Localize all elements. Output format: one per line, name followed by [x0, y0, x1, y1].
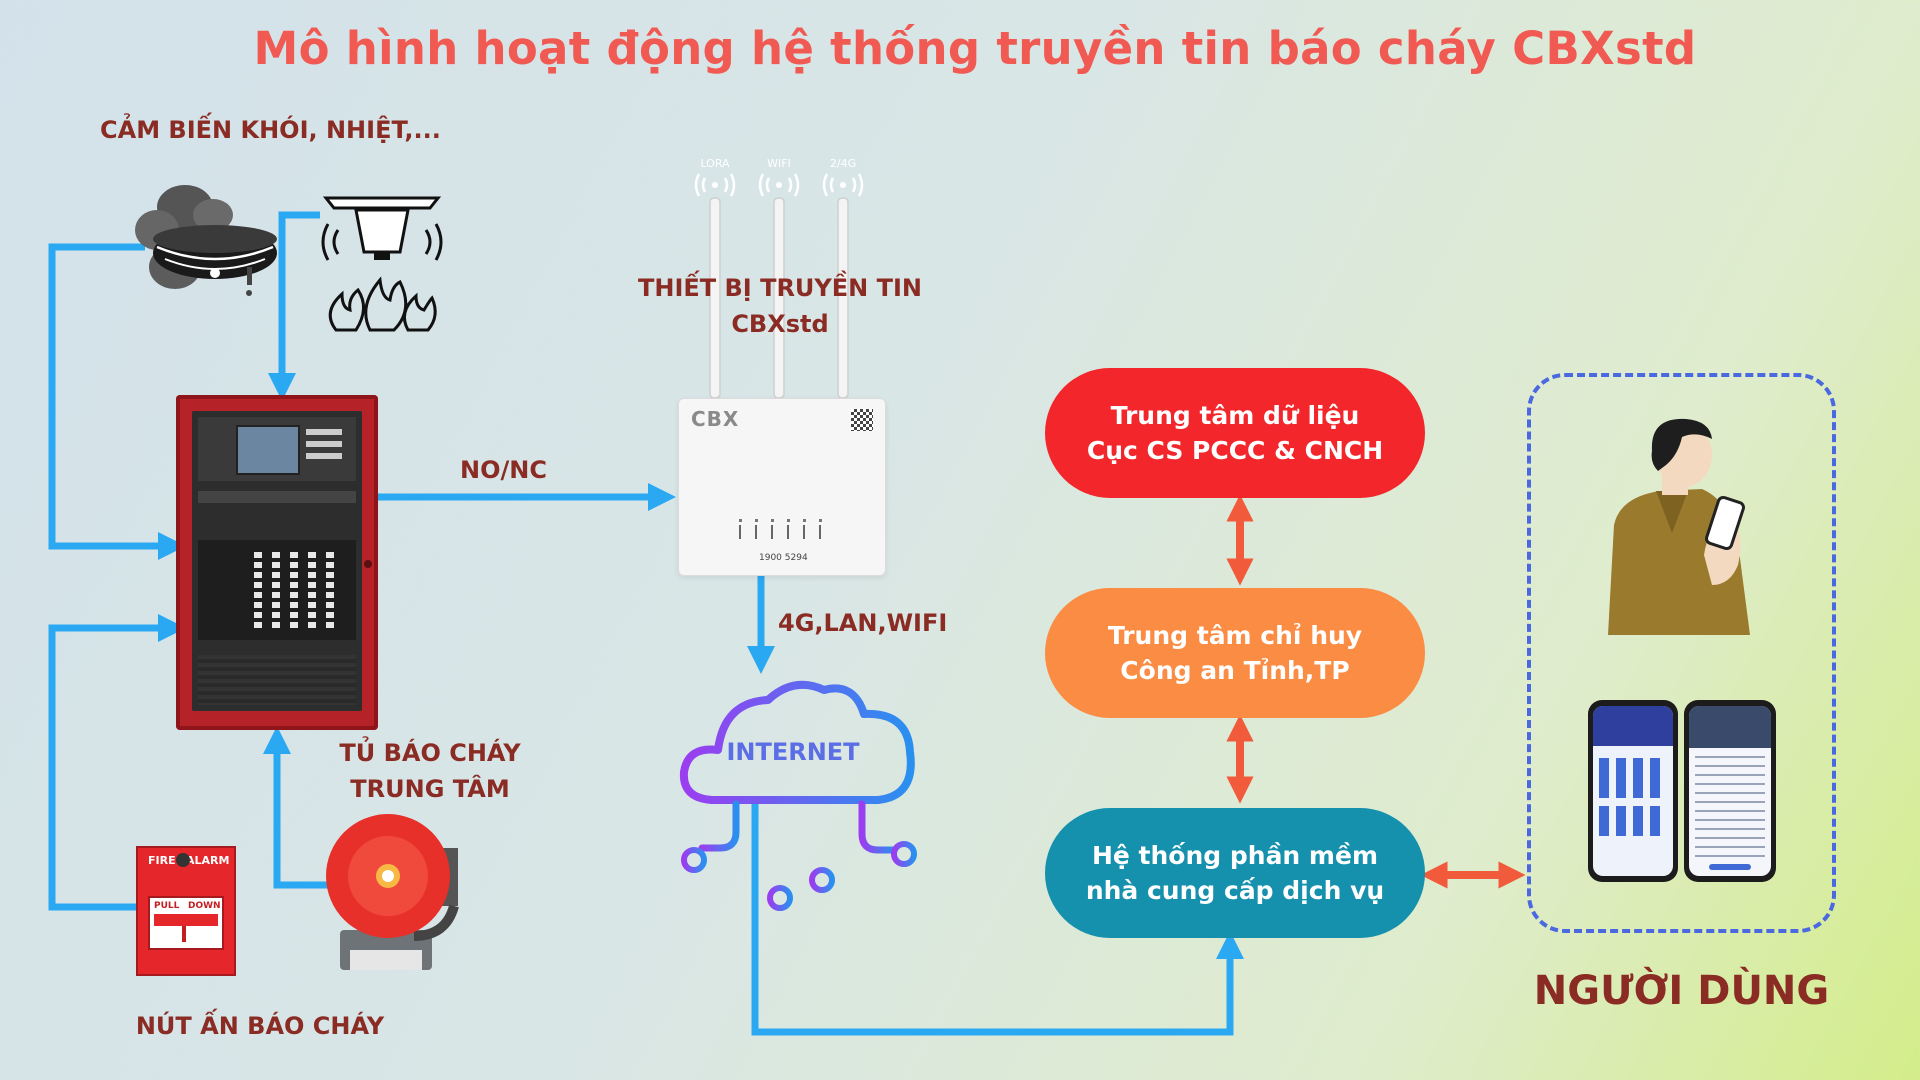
device-label: THIẾT BỊ TRUYỀN TIN CBXstd — [630, 270, 930, 342]
smoke-detector-icon — [135, 185, 277, 296]
wire-internet-to-software — [751, 800, 1244, 1036]
node-software: Hệ thống phần mềm nhà cung cấp dịch vụ — [1045, 808, 1425, 938]
panel-label-line1: TỦ BÁO CHÁY — [339, 739, 521, 767]
page-title: Mô hình hoạt động hệ thống truyền tin bá… — [253, 22, 1697, 75]
call-point-label: NÚT ẤN BÁO CHÁY — [135, 1012, 385, 1040]
router-hotline: 1900 5294 — [759, 553, 808, 563]
node-data-center-line2: Cục CS PCCC & CNCH — [1086, 436, 1384, 465]
call-point-down-text: DOWN — [188, 901, 221, 911]
no-nc-label: NO/NC — [460, 456, 547, 484]
network-label: 4G,LAN,WIFI — [778, 609, 948, 637]
antenna-label-lora: LORA — [700, 157, 730, 170]
sensors-label: CẢM BIẾN KHÓI, NHIỆT,... — [100, 116, 441, 144]
heat-detector-icon — [321, 196, 443, 332]
node-software-line2: nhà cung cấp dịch vụ — [1085, 876, 1385, 905]
call-point-fire-text: FIRE — [148, 854, 176, 867]
alarm-bell-icon — [326, 814, 459, 970]
antenna-label-4g: 2/4G — [829, 157, 857, 170]
panel-screen — [236, 425, 300, 475]
phone-1 — [1588, 700, 1678, 882]
antennas — [694, 173, 864, 399]
panel-label-line2: TRUNG TÂM — [350, 775, 510, 803]
node-command-center-line2: Công an Tỉnh,TP — [1120, 656, 1350, 685]
qr-code-icon — [851, 409, 873, 431]
wire-smoke-to-panel — [48, 243, 186, 560]
wire-callpoint-to-panel — [48, 614, 186, 911]
internet-cloud-icon — [679, 680, 917, 911]
router-brand: CBX — [691, 407, 740, 431]
internet-label: INTERNET — [726, 738, 860, 766]
manual-call-point-icon: FIRE ALARM PULL DOWN — [136, 846, 236, 976]
wire-bell-to-panel — [263, 726, 330, 889]
antenna-label-wifi: WIFI — [767, 157, 791, 170]
wire-heat-to-panel — [268, 211, 320, 401]
user-label: NGƯỜI DÙNG — [1533, 968, 1830, 1014]
fire-alarm-panel — [176, 395, 378, 730]
phone-2 — [1684, 700, 1776, 882]
node-command-center-line1: Trung tâm chỉ huy — [1107, 621, 1363, 650]
device-label-line2: CBXstd — [731, 310, 829, 338]
node-software-line1: Hệ thống phần mềm — [1091, 841, 1378, 870]
user-box — [1527, 373, 1836, 933]
cbx-router: CBX 1900 5294 — [678, 398, 886, 576]
call-point-pull-text: PULL — [154, 901, 180, 911]
person-icon — [1608, 418, 1750, 635]
call-point-alarm-text: ALARM — [186, 854, 230, 867]
node-data-center-line1: Trung tâm dữ liệu — [1110, 401, 1360, 430]
device-label-line1: THIẾT BỊ TRUYỀN TIN — [637, 274, 923, 302]
panel-label: TỦ BÁO CHÁY TRUNG TÂM — [320, 735, 540, 807]
